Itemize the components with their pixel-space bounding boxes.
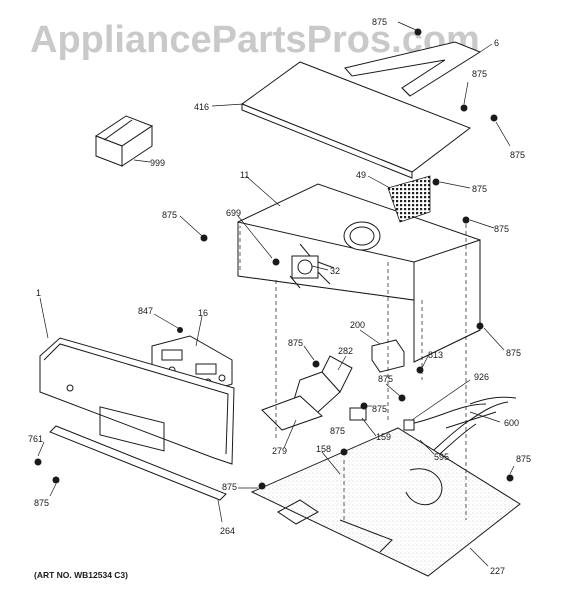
callout-926: 926 — [474, 372, 489, 382]
leader-lines — [37, 21, 515, 567]
callout-595: 595 — [434, 452, 449, 462]
callout-875-g: 875 — [516, 454, 531, 464]
part-32-fan-motor[interactable] — [289, 243, 335, 289]
part-416-top-panel[interactable] — [240, 61, 472, 179]
callout-813: 813 — [428, 350, 443, 360]
part-11-body-shell[interactable] — [237, 183, 481, 363]
callout-875-f: 875 — [330, 426, 345, 436]
art-number-label: (ART NO. WB12534 C3) — [34, 570, 128, 580]
part-227-bottom-pan[interactable] — [250, 427, 521, 577]
part-999-box[interactable] — [94, 115, 154, 167]
callout-16: 16 — [198, 308, 208, 318]
callout-200: 200 — [350, 320, 365, 330]
callout-875-d: 875 — [372, 404, 387, 414]
callout-875-r2: 875 — [510, 150, 525, 160]
callout-875-left: 875 — [162, 210, 177, 220]
part-159-switch[interactable] — [349, 407, 367, 421]
callout-761: 761 — [28, 434, 43, 444]
callout-875-r5: 875 — [506, 348, 521, 358]
screw-icons — [34, 28, 514, 490]
part-279-plate[interactable] — [261, 395, 323, 431]
callout-999: 999 — [150, 158, 165, 168]
part-1-control-panel[interactable] — [39, 337, 235, 465]
callout-279: 279 — [272, 446, 287, 456]
part-600-conduit[interactable] — [445, 396, 517, 429]
part-49-vent-grille[interactable] — [387, 175, 431, 223]
part-6-bracket[interactable] — [344, 41, 482, 97]
callout-875-r3: 875 — [472, 184, 487, 194]
part-264-trim-strip[interactable] — [49, 425, 227, 501]
callout-282: 282 — [338, 346, 353, 356]
callout-875-mid: 875 — [288, 338, 303, 348]
callout-875-c: 875 — [378, 374, 393, 384]
callout-11: 11 — [240, 170, 249, 180]
callout-227: 227 — [490, 566, 505, 576]
callout-600: 600 — [504, 418, 519, 428]
callout-875-r1: 875 — [472, 69, 487, 79]
part-926-harness[interactable] — [403, 403, 487, 431]
callout-158: 158 — [316, 444, 331, 454]
callout-875-top: 875 — [372, 17, 387, 27]
callout-49: 49 — [356, 170, 366, 180]
callout-875-e: 875 — [34, 498, 49, 508]
callout-264: 264 — [220, 526, 235, 536]
callout-875-r4: 875 — [494, 224, 509, 234]
callout-32: 32 — [330, 266, 340, 276]
callout-699: 699 — [226, 208, 241, 218]
callout-159: 159 — [376, 432, 391, 442]
callout-875-bl: 875 — [222, 482, 237, 492]
callout-847: 847 — [138, 306, 153, 316]
callout-416: 416 — [194, 102, 209, 112]
callout-1: 1 — [36, 288, 41, 298]
callout-6: 6 — [494, 38, 499, 48]
